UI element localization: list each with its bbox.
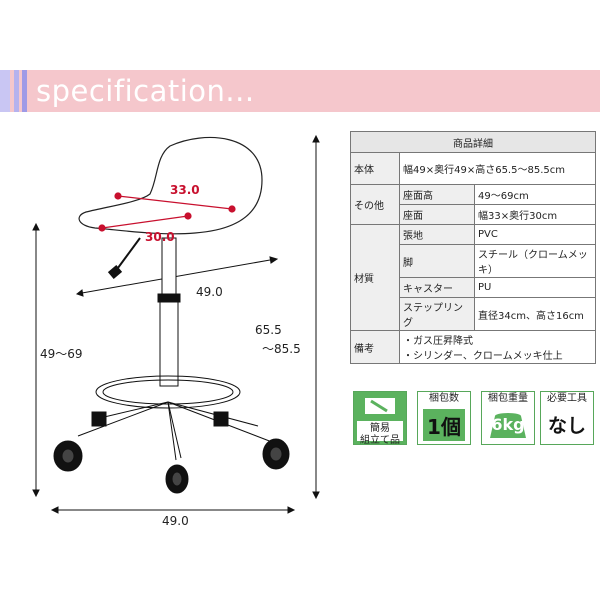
seat-label: 座面 [399, 204, 475, 225]
seat-height-value: 49～69cm [474, 184, 596, 205]
other-label: その他 [350, 184, 400, 225]
leg-value: スチール（クロームメッキ） [474, 244, 596, 278]
chair-diagram [32, 134, 320, 514]
box-icon [423, 409, 465, 441]
diagonal-width-label: 49.0 [196, 285, 223, 299]
weight-icon-card: 梱包重量 6kg [481, 391, 535, 445]
base-width-label: 49.0 [162, 514, 189, 528]
fabric-value: PVC [474, 224, 596, 245]
seat-width-label: 30.0 [145, 230, 175, 244]
spec-table-header: 商品詳細 [350, 131, 596, 153]
notes-line-2: ・シリンダー、クロームメッキ仕上 [403, 351, 563, 362]
assembly-line-1: 簡易 [370, 423, 390, 434]
seat-depth-label: 33.0 [170, 183, 200, 197]
tools-icon-card: 必要工具 なし [540, 391, 594, 445]
step-label: ステップリング [399, 297, 475, 331]
seat-height-label: 49～69 [40, 347, 83, 361]
notes-value: ・ガス圧昇降式 ・シリンダー、クロームメッキ仕上 [399, 330, 596, 364]
tools-label: 必要工具 [547, 393, 587, 404]
tools-value: なし [547, 415, 586, 437]
scale-icon [490, 413, 526, 438]
material-label: 材質 [350, 224, 400, 331]
banner-stripe [0, 70, 10, 112]
assembly-icon-card: 簡易 組立て品 [353, 391, 407, 446]
body-value: 幅49×奥行49×高さ65.5～85.5cm [399, 152, 596, 185]
page-title: specification... [36, 74, 255, 108]
body-label: 本体 [350, 152, 400, 185]
banner-stripe [14, 70, 19, 112]
spec-table: 商品詳細 本体 幅49×奥行49×高さ65.5～85.5cm その他 座面高 4… [350, 131, 596, 364]
banner-stripe [22, 70, 27, 112]
caster-value: PU [474, 277, 596, 298]
weight-value: 6kg [491, 415, 525, 434]
tools-icon [365, 398, 395, 414]
packages-icon-card: 梱包数 1個 [417, 391, 471, 445]
packages-label: 梱包数 [429, 393, 459, 404]
step-value: 直径34cm、高さ16cm [474, 297, 596, 331]
caster-label: キャスター [399, 277, 475, 298]
notes-label: 備考 [350, 330, 400, 364]
assembly-line-2: 組立て品 [360, 435, 400, 446]
fabric-label: 張地 [399, 224, 475, 245]
total-height-label-top: 65.5 [255, 323, 282, 337]
weight-label: 梱包重量 [488, 393, 528, 404]
leg-label: 脚 [399, 244, 475, 278]
header-banner [0, 70, 600, 112]
total-height-label-bottom: ～85.5 [262, 342, 301, 356]
packages-value: 1個 [427, 415, 461, 439]
seat-value: 幅33×奥行30cm [474, 204, 596, 225]
seat-height-label: 座面高 [399, 184, 475, 205]
notes-line-1: ・ガス圧昇降式 [403, 336, 473, 347]
